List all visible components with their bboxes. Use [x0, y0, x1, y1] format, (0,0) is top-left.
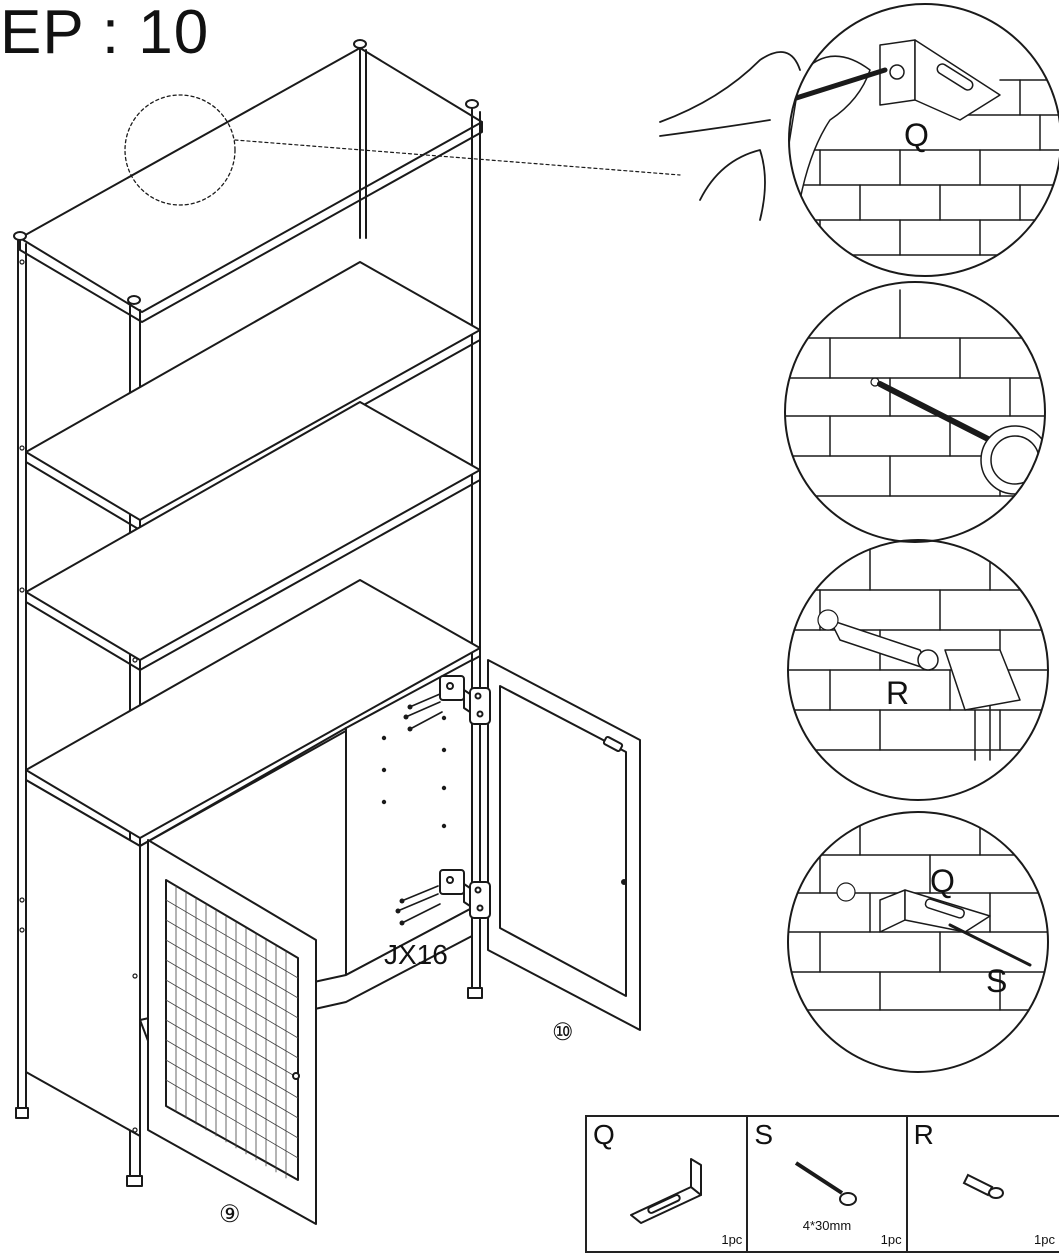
door-left-number: ⑨ [219, 1201, 241, 1228]
detail-drill-hole [784, 281, 1046, 543]
top-shelf [19, 47, 483, 323]
right-door [487, 659, 641, 1031]
part-qty: 1pc [880, 1232, 902, 1247]
part-letter: S [754, 1119, 773, 1150]
parts-table: Q 1pc S 4*30mm 1pc R [585, 1115, 1059, 1253]
part-cell-r: R 1pc [908, 1117, 1059, 1251]
hinge-screw-label: JX16 [384, 939, 448, 970]
anchor-label: R [886, 675, 909, 711]
part-size: 4*30mm [802, 1218, 852, 1233]
part-cell-s: S 4*30mm 1pc [748, 1117, 908, 1251]
part-letter: Q [593, 1119, 615, 1150]
screw-label: S [986, 963, 1007, 999]
hinge-screws [399, 693, 443, 923]
shelf-3 [25, 401, 481, 671]
detail-mark-hole [659, 3, 1059, 277]
door-right-number: ⑩ [552, 1019, 574, 1046]
detail-insert-anchor [787, 539, 1049, 801]
step-title: EP : 10 [0, 0, 210, 67]
part-letter: R [913, 1119, 934, 1150]
bracket-label-bottom: Q [930, 863, 955, 899]
hinge-bottom [439, 869, 491, 919]
left-door [147, 839, 317, 1225]
part-qty: 1pc [1034, 1232, 1055, 1247]
bracket-label-top: Q [904, 117, 929, 153]
hinge-top [439, 675, 491, 725]
l-bracket-icon [630, 1158, 702, 1224]
screw-icon [795, 1161, 858, 1206]
part-qty: 1pc [721, 1232, 743, 1247]
detail-fix-bracket [787, 811, 1049, 1073]
wall-anchor-icon [962, 1173, 1004, 1199]
part-cell-q: Q 1pc [587, 1117, 749, 1251]
